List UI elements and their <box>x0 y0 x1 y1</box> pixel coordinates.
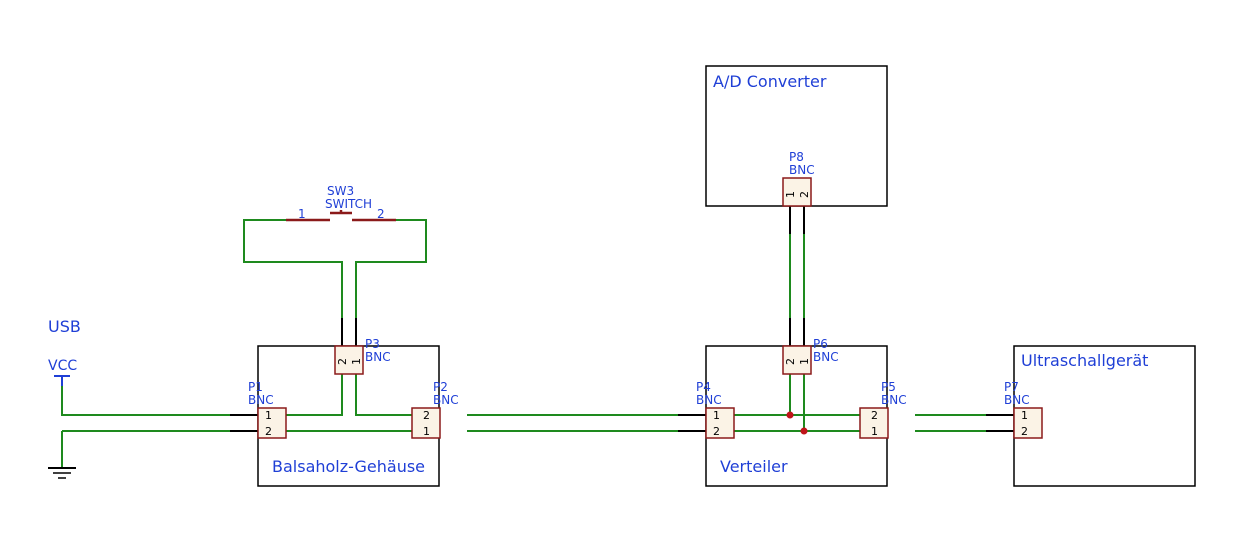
p7-ref: P7 <box>1004 380 1019 394</box>
p5-value: BNC <box>881 393 907 407</box>
wires <box>61 219 986 432</box>
sw3-ref: SW3 <box>327 184 354 198</box>
p4-pin1: 1 <box>713 409 720 422</box>
sw3-pin2: 2 <box>377 207 385 221</box>
sw3-value: SWITCH <box>325 197 372 211</box>
p6-pin1: 1 <box>798 358 811 365</box>
p3-pin2: 2 <box>336 358 349 365</box>
ad-converter-label: A/D Converter <box>713 72 827 91</box>
sw3-pin1: 1 <box>298 207 306 221</box>
vcc-label: VCC <box>48 358 77 374</box>
p8-pin2: 2 <box>798 191 811 198</box>
p7-pin1: 1 <box>1021 409 1028 422</box>
balsa-housing-label: Balsaholz-Gehäuse <box>272 457 425 476</box>
p1-ref: P1 <box>248 380 263 394</box>
usb-label: USB <box>48 317 81 336</box>
p3-ref: P3 <box>365 337 380 351</box>
connector-p7[interactable]: P7 BNC 1 2 <box>1004 380 1043 439</box>
p8-ref: P8 <box>789 150 804 164</box>
p2-ref: P2 <box>433 380 448 394</box>
p2-pin2: 2 <box>423 409 430 422</box>
p5-ref: P5 <box>881 380 896 394</box>
ground-symbol <box>48 431 76 479</box>
p6-pin2: 2 <box>784 358 797 365</box>
p2-pin1: 1 <box>423 425 430 438</box>
connector-p3[interactable]: P3 BNC 2 1 <box>334 337 391 375</box>
verteiler-label: Verteiler <box>720 457 788 476</box>
p8-pin1: 1 <box>784 191 797 198</box>
p3-pin1: 1 <box>350 358 363 365</box>
switch-sw3[interactable]: SW3 SWITCH 1 2 <box>286 184 396 222</box>
connector-p2[interactable]: P2 BNC 2 1 <box>411 380 459 439</box>
p1-value: BNC <box>248 393 274 407</box>
ultrasound-device-label: Ultraschallgerät <box>1021 351 1148 370</box>
p3-value: BNC <box>365 350 391 364</box>
junction-dot <box>800 427 808 435</box>
connector-p6[interactable]: P6 BNC 2 1 <box>782 337 839 375</box>
p1-pin2: 2 <box>265 425 272 438</box>
p4-value: BNC <box>696 393 722 407</box>
vcc-power-symbol <box>54 375 70 386</box>
p6-ref: P6 <box>813 337 828 351</box>
p5-pin2: 2 <box>871 409 878 422</box>
junction-dot <box>786 411 794 419</box>
p6-value: BNC <box>813 350 839 364</box>
p7-pin2: 2 <box>1021 425 1028 438</box>
connector-p8[interactable]: P8 BNC 1 2 <box>782 150 815 207</box>
p4-ref: P4 <box>696 380 711 394</box>
connector-p1[interactable]: P1 BNC 1 2 <box>248 380 287 439</box>
p1-pin1: 1 <box>265 409 272 422</box>
p2-value: BNC <box>433 393 459 407</box>
p4-pin2: 2 <box>713 425 720 438</box>
connector-p5[interactable]: P5 BNC 2 1 <box>859 380 907 439</box>
p5-pin1: 1 <box>871 425 878 438</box>
connector-p4[interactable]: P4 BNC 1 2 <box>696 380 735 439</box>
p7-value: BNC <box>1004 393 1030 407</box>
p8-value: BNC <box>789 163 815 177</box>
